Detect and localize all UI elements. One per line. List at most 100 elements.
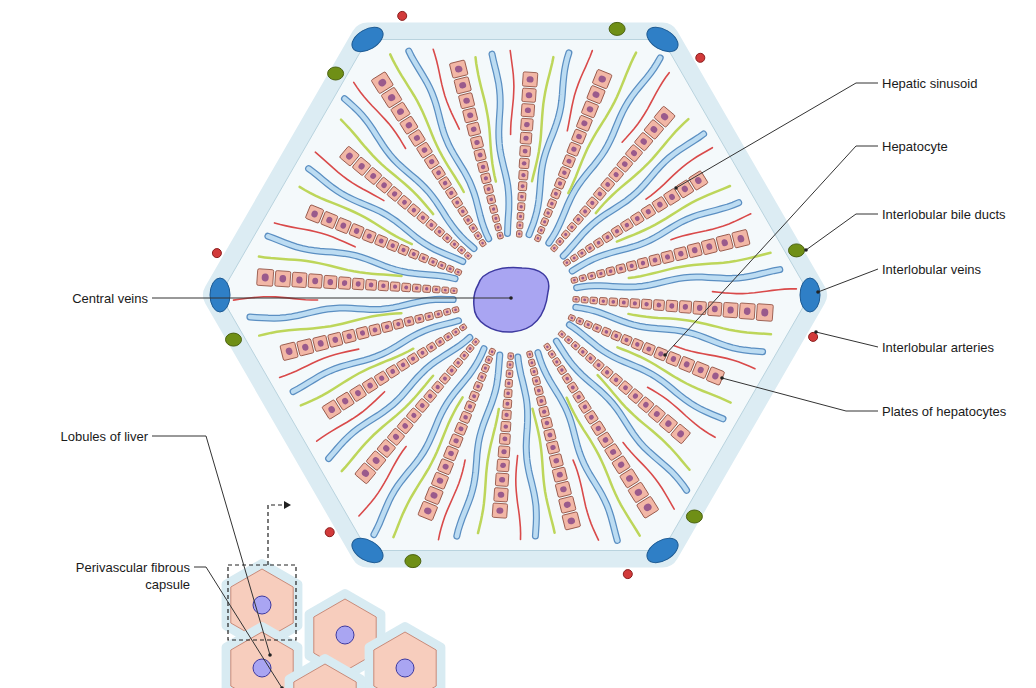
hepatocyte-cell [550, 244, 558, 252]
nucleus [452, 242, 456, 246]
hepatocyte [498, 446, 510, 458]
hepatocyte [495, 473, 509, 487]
nucleus [444, 289, 447, 292]
nucleus [683, 361, 690, 369]
nucleus [576, 394, 582, 400]
hepatocyte-cell [473, 381, 483, 392]
hepatocyte [508, 353, 514, 360]
nucleus [378, 375, 385, 382]
nucleus [413, 134, 421, 142]
hepatocyte-cell [257, 269, 274, 287]
nucleus [595, 425, 602, 432]
hepatocyte [407, 352, 420, 365]
nucleus [558, 239, 562, 243]
nucleus [387, 93, 397, 103]
hepatocyte [408, 249, 419, 260]
hepatocyte [328, 332, 343, 347]
hepatocyte [520, 145, 531, 156]
hepatocyte-cell [541, 417, 553, 429]
hepatocyte-cell [407, 352, 420, 365]
part-label: Lobules of liver [61, 428, 148, 445]
perivascular-capsule [220, 40, 810, 551]
hepatocyte-cell [520, 132, 532, 144]
hepatocyte-cell [434, 226, 445, 237]
hepatocyte-cell [631, 338, 644, 351]
hepatocyte-cell [756, 304, 773, 322]
hepatocyte [434, 310, 443, 318]
hepatocyte-cell [666, 300, 678, 312]
hepatocyte-cell [532, 376, 541, 385]
nucleus [605, 234, 610, 239]
hepatocyte-cell [414, 314, 424, 323]
hepatocyte-cell [280, 342, 298, 361]
hepatocyte [568, 314, 576, 321]
hepatocyte [517, 212, 524, 220]
hepatic-sinusoid [374, 349, 484, 535]
nucleus [496, 507, 503, 514]
hepatocyte-cell [404, 316, 415, 326]
hepatic-sinusoid [569, 325, 723, 419]
hepatocyte [355, 463, 377, 485]
nucleus [449, 368, 454, 373]
nucleus [575, 133, 582, 140]
nucleus [508, 372, 511, 375]
hepatocyte [477, 372, 486, 382]
nucleus [459, 248, 463, 252]
nucleus [646, 346, 652, 352]
nucleus [454, 65, 463, 73]
hepatocyte [371, 72, 394, 94]
nucleus [490, 350, 493, 354]
hepatocyte [324, 275, 338, 289]
hepatocyte [581, 297, 588, 303]
nucleus [410, 412, 417, 419]
nucleus [537, 388, 541, 392]
leader-dot [720, 376, 724, 380]
hepatocyte [459, 351, 469, 361]
hepatocyte-cell [443, 446, 459, 462]
hepatocyte [386, 239, 399, 252]
nucleus [560, 332, 564, 336]
hepatocyte [443, 308, 451, 315]
hepatocyte [480, 173, 491, 184]
nucleus [557, 181, 563, 186]
nucleus [401, 199, 408, 206]
hepatocyte-cell [498, 446, 510, 458]
hepatocyte-cell [599, 297, 607, 305]
hepatocyte-cell [539, 406, 550, 417]
hepatocyte-cell [492, 503, 507, 518]
hepatocyte-cell [520, 145, 531, 156]
nucleus [332, 336, 339, 343]
hepatocyte-cell [438, 176, 451, 190]
interlobular-bile-duct [789, 244, 805, 257]
nucleus [327, 279, 333, 285]
nucleus [421, 256, 426, 261]
nucleus [619, 266, 624, 271]
hepatocyte-cell [563, 259, 571, 267]
hepatocyte-cell [653, 347, 668, 362]
hepatocyte [494, 488, 509, 502]
nucleus [396, 107, 405, 116]
hepatocyte-cell [424, 312, 433, 321]
hepatocyte [497, 459, 510, 472]
hepatocyte-cell [549, 454, 563, 468]
bile-canaliculus [629, 253, 771, 278]
hepatocyte [562, 373, 573, 384]
hepatocyte-cell [374, 234, 388, 248]
nucleus [448, 190, 454, 196]
hepatocyte [474, 149, 487, 162]
nucleus [296, 276, 303, 283]
nucleus [561, 170, 567, 176]
nucleus [380, 181, 388, 189]
hepatocyte [521, 118, 534, 131]
nucleus [640, 260, 645, 266]
nucleus [669, 303, 674, 309]
hepatocyte [626, 260, 637, 271]
hepatocyte-cell [425, 486, 444, 505]
nucleus [369, 282, 374, 287]
nucleus [658, 351, 665, 358]
hepatocyte [464, 252, 472, 260]
interlobular-bile-duct [405, 555, 421, 568]
hepatocyte [451, 328, 460, 337]
nucleus [492, 207, 496, 211]
nucleus [500, 463, 506, 469]
